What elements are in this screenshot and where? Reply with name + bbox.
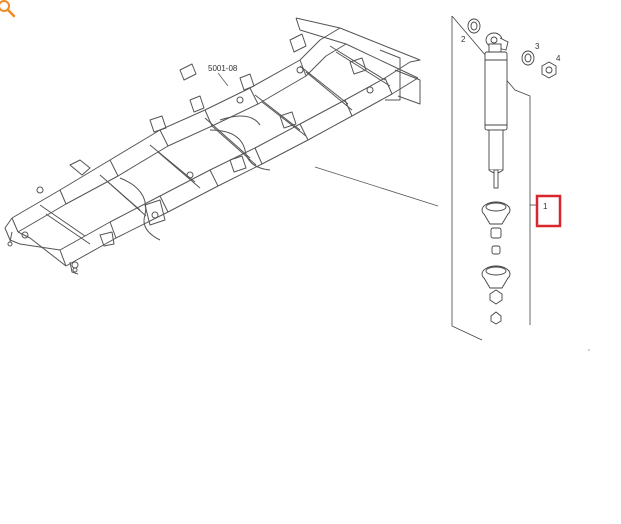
reference-label: 5001-08 xyxy=(208,64,238,73)
callout-1-hotspot[interactable]: 1 xyxy=(535,194,562,228)
magnifier-icon[interactable] xyxy=(0,0,16,18)
dot-marker xyxy=(588,349,590,351)
shock-absorber-drawing xyxy=(481,32,511,325)
callout-1[interactable]: 1 xyxy=(543,202,548,211)
callout-4[interactable]: 4 xyxy=(556,54,561,63)
nut-part-4 xyxy=(541,61,557,79)
washer-part-3 xyxy=(521,50,535,66)
callout-3[interactable]: 3 xyxy=(535,42,540,51)
callout-2[interactable]: 2 xyxy=(461,35,466,44)
washer-part-2 xyxy=(467,18,481,34)
chassis-frame-drawing xyxy=(4,17,421,275)
leader-line xyxy=(314,166,439,207)
